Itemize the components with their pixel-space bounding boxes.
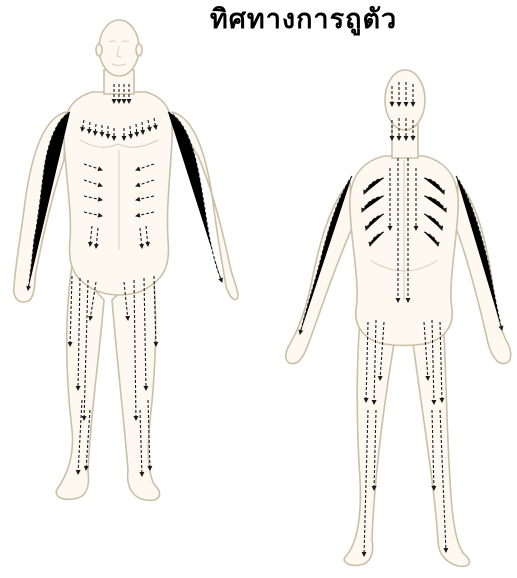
front-body (14, 20, 238, 500)
back-body (286, 70, 511, 566)
